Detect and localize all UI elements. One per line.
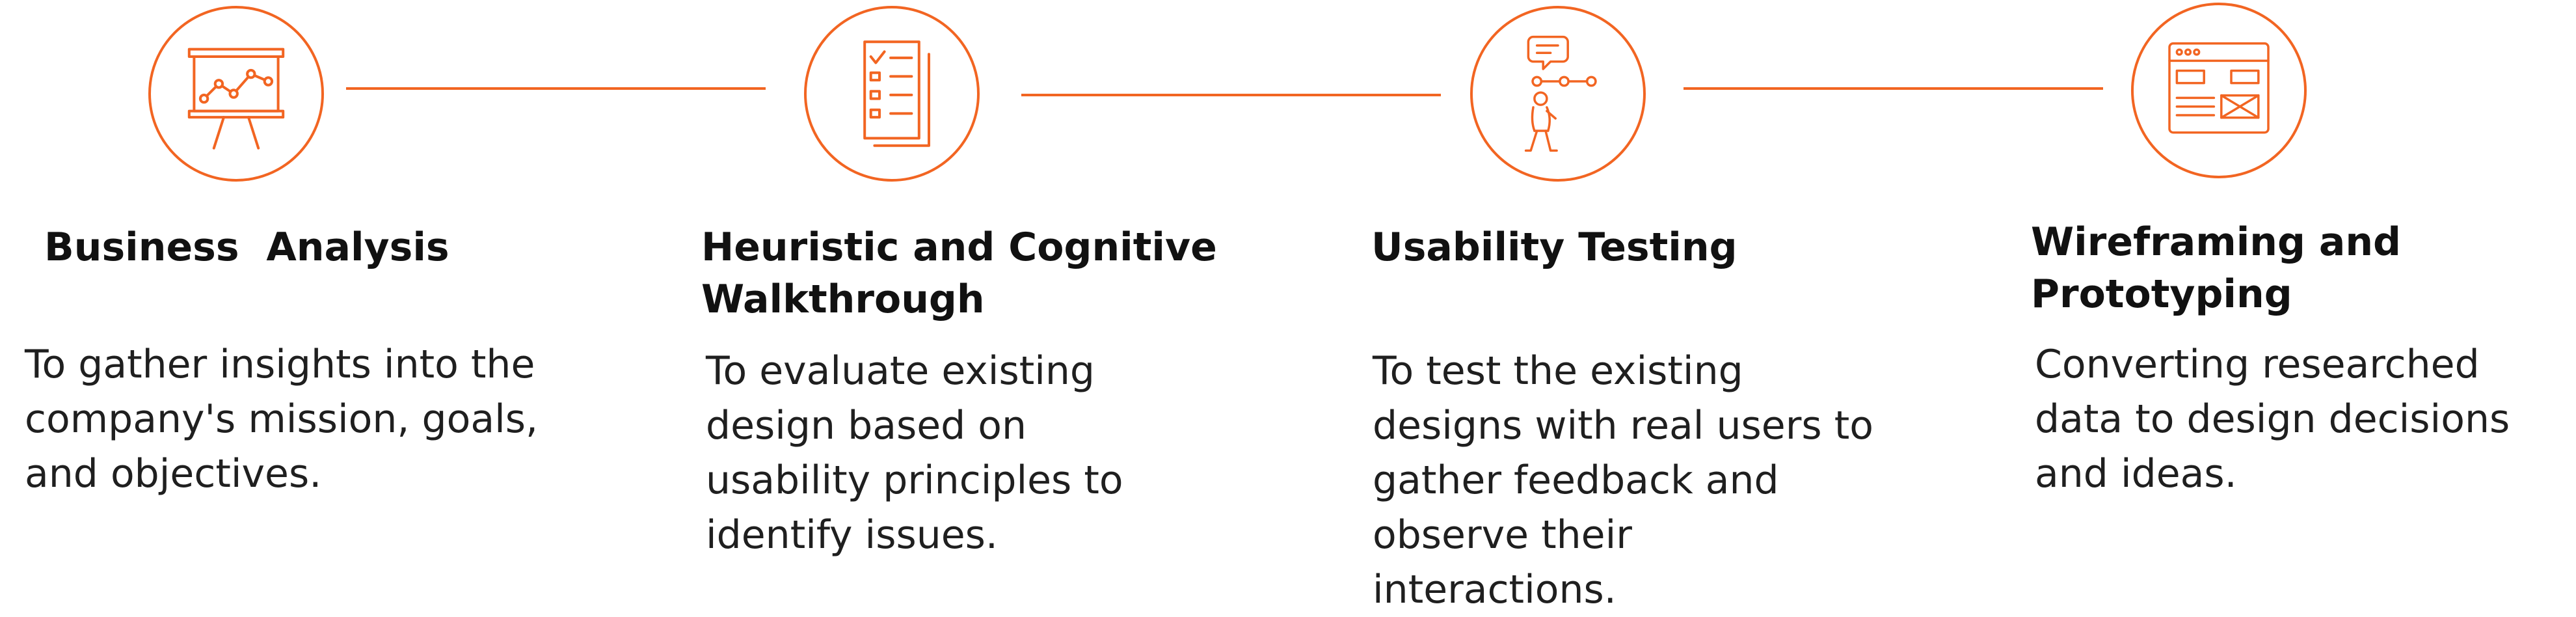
step-4-title: Wireframing and Prototyping (2031, 219, 2415, 317)
step-3-description: To test the existing designs with real u… (1373, 348, 1873, 612)
connector-line-2 (1021, 94, 1441, 96)
step-3-icon-circle (1470, 6, 1646, 182)
step-2-title: Heuristic and Cognitive Walkthrough (701, 225, 1231, 322)
step-2-icon-circle (804, 6, 980, 182)
step-2-description: To evaluate existing design based on usa… (706, 348, 1123, 558)
step-1-icon-circle (148, 6, 324, 182)
user-walking-with-feedback-icon (1496, 32, 1620, 156)
wireframe-browser-icon (2157, 29, 2281, 152)
step-1-description: To gather insights into the company's mi… (25, 342, 539, 497)
connector-line-1 (346, 87, 766, 90)
step-3-title: Usability Testing (1371, 225, 1737, 270)
checklist-document-icon (830, 32, 954, 156)
step-1-title: Business Analysis (44, 225, 449, 270)
connector-line-3 (1684, 87, 2103, 90)
step-4-icon-circle (2131, 3, 2307, 178)
step-4-description: Converting researched data to design dec… (2035, 342, 2510, 497)
presentation-chart-icon (174, 32, 298, 156)
